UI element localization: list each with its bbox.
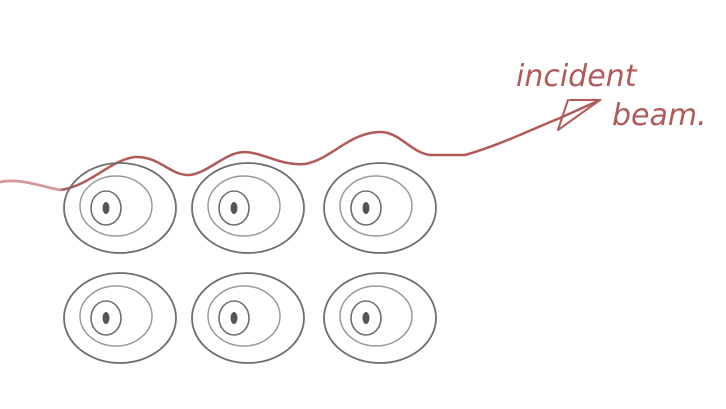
atom xyxy=(323,272,437,364)
atom xyxy=(191,272,305,364)
atom-outer-shell xyxy=(191,162,305,254)
atom-middle-shell xyxy=(79,175,153,237)
atom-inner-shell xyxy=(218,300,250,336)
beam-start-faint xyxy=(0,179,62,192)
atom xyxy=(63,162,177,254)
atom-nucleus xyxy=(362,202,370,214)
atom-inner-shell xyxy=(90,300,122,336)
atom-lattice xyxy=(63,162,437,364)
annotation-incident: incident xyxy=(516,59,638,94)
beam-arrowhead xyxy=(557,99,601,131)
atom-inner-shell xyxy=(90,190,122,226)
atom xyxy=(323,162,437,254)
atom-nucleus xyxy=(102,202,110,214)
atom-inner-shell xyxy=(350,300,382,336)
atom-nucleus xyxy=(102,312,110,324)
atom-inner-shell xyxy=(350,190,382,226)
atom xyxy=(191,162,305,254)
atom-outer-shell xyxy=(191,272,305,364)
atom-middle-shell xyxy=(207,285,281,347)
atom-middle-shell xyxy=(207,175,281,237)
atom-outer-shell xyxy=(63,162,177,254)
atom-nucleus xyxy=(230,312,238,324)
atom-inner-shell xyxy=(218,190,250,226)
atom-nucleus xyxy=(362,312,370,324)
atom-middle-shell xyxy=(339,285,413,347)
atom-middle-shell xyxy=(339,175,413,237)
atom-nucleus xyxy=(230,202,238,214)
atom-outer-shell xyxy=(63,272,177,364)
atom-outer-shell xyxy=(323,272,437,364)
atom-outer-shell xyxy=(323,162,437,254)
incident-beam-wave xyxy=(0,98,602,192)
atom xyxy=(63,272,177,364)
atom-middle-shell xyxy=(79,285,153,347)
annotation-beam: beam. xyxy=(612,98,707,133)
